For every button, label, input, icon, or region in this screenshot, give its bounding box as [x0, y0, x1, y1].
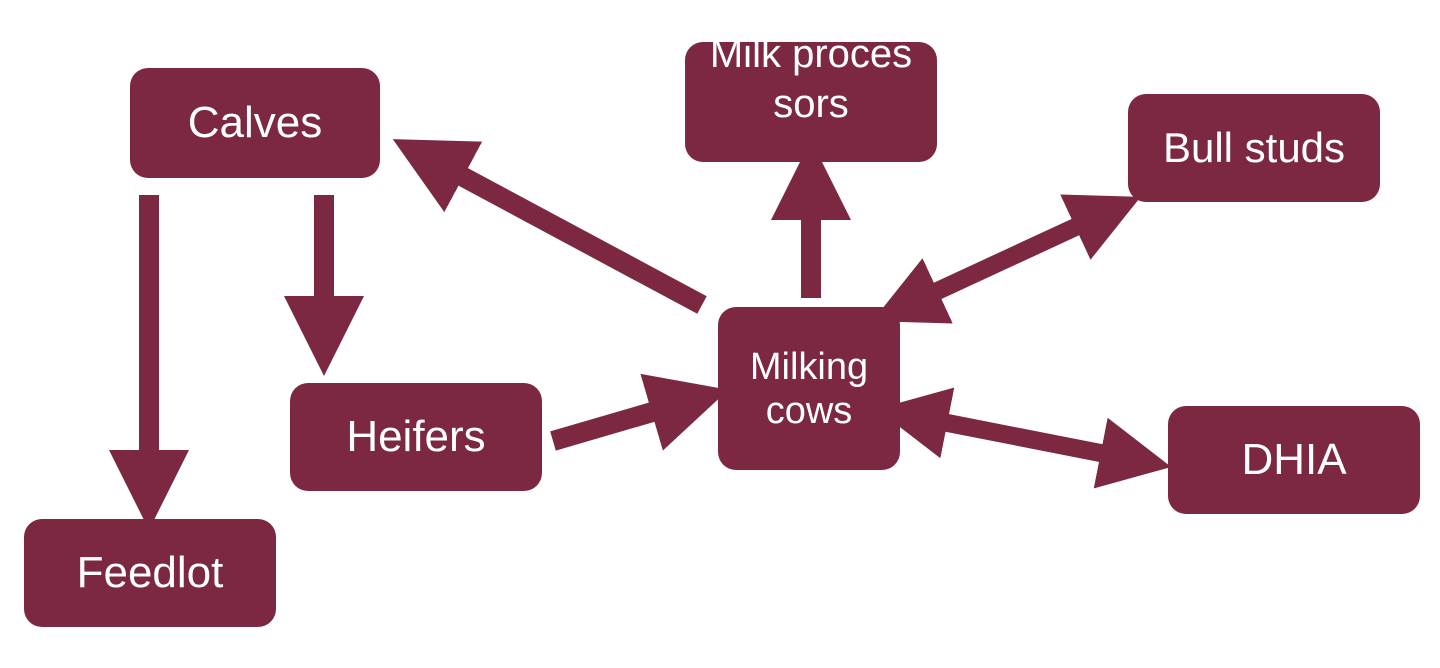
node-milking-cows: Milking cows [718, 307, 900, 470]
node-dhia-label: DHIA [1241, 435, 1347, 484]
node-heifers: Heifers [290, 383, 542, 491]
arrow-cows-to-calves [392, 139, 707, 314]
node-feedlot-label: Feedlot [76, 548, 224, 597]
node-milk-processors-label: Milk processors [709, 42, 913, 126]
node-feedlot: Feedlot [24, 519, 276, 627]
node-bull-studs-label: Bull studs [1162, 124, 1346, 171]
arrow-heifers-to-cows [550, 373, 729, 451]
node-calves-label: Calves [187, 98, 323, 147]
node-milk-processors: Milk processors [685, 42, 937, 162]
node-bull-studs: Bull studs [1128, 94, 1380, 202]
node-dhia: DHIA [1168, 406, 1420, 514]
node-heifers-label: Heifers [346, 412, 486, 461]
arrow-cows-dhia [876, 387, 1172, 489]
arrow-cows-bull-studs [872, 194, 1141, 324]
node-calves: Calves [130, 68, 380, 178]
node-milking-cows-label: Milking cows [749, 345, 869, 432]
